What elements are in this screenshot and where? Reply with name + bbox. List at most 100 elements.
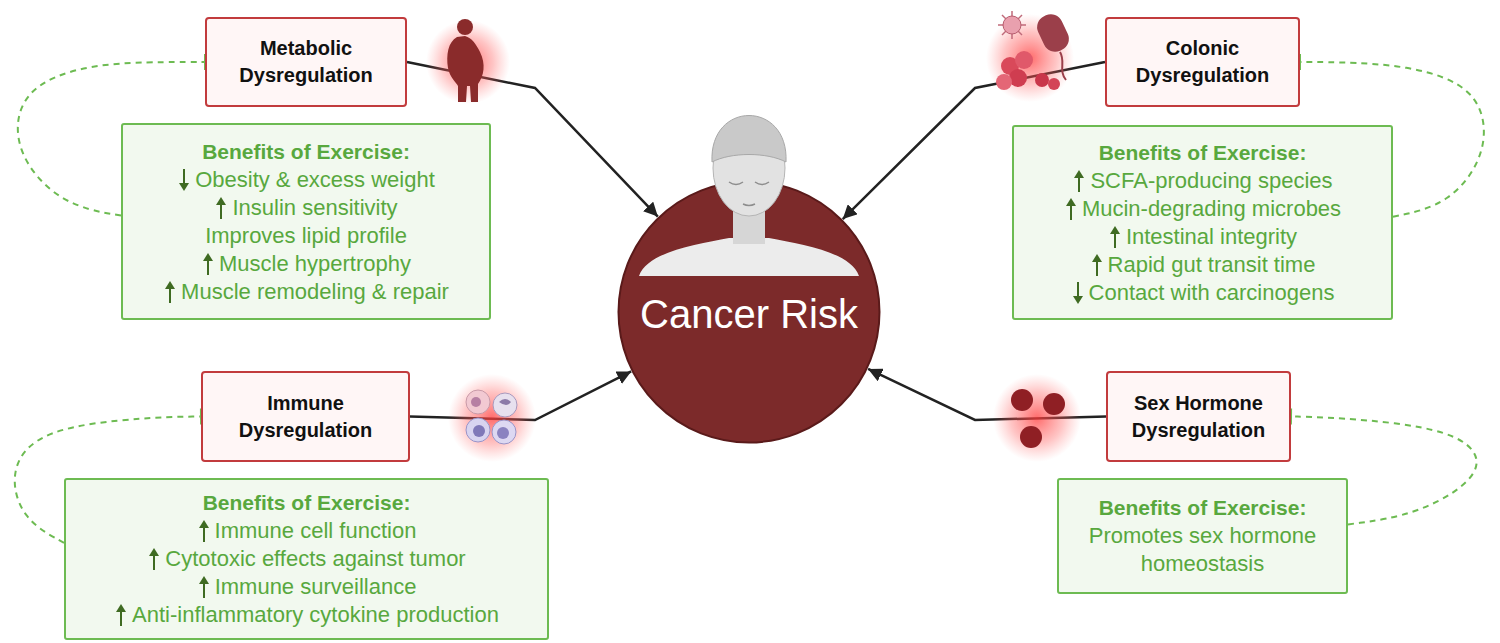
gut-microbes-icon [1033,10,1073,55]
benefit-row: Rapid gut transit time [1090,251,1316,279]
benefit-item: Mucin-degrading microbes [1082,195,1341,223]
hormone-molecules-icon [993,374,1081,462]
benefit-item: Cytotoxic effects against tumor [165,545,465,573]
arrow-icon [177,168,191,192]
gut-microbes-icon [1002,15,1022,35]
arrow-icon [1071,281,1085,305]
arrow-icon [1066,198,1076,220]
gut-microbes-icon [1002,15,1022,35]
box-title: Metabolic Dysregulation [219,35,393,89]
hormone-molecules-icon [1043,393,1065,415]
benefit-row: Obesity & excess weight [177,166,435,194]
dysregulation-box: Metabolic Dysregulation [205,17,407,107]
benefit-item: Obesity & excess weight [195,166,435,194]
benefit-item: Muscle hypertrophy [219,250,411,278]
arrow-icon [179,169,189,191]
arrow-icon [1074,170,1084,192]
gut-microbes-icon [1009,69,1027,87]
gut-microbes-icon [1048,78,1060,90]
box-title: Colonic Dysregulation [1119,35,1286,89]
benefit-item: Insulin sensitivity [232,194,397,222]
obese-person-icon [426,19,510,104]
hormone-molecules-icon [993,374,1081,462]
benefit-row: Muscle hypertrophy [201,250,411,278]
immune-cells-icon [448,374,536,462]
benefit-row: Anti-inflammatory cytokine production [114,601,499,629]
dysregulation-box: Colonic Dysregulation [1105,17,1300,107]
person-bust [712,116,786,163]
immune-cells-icon [499,399,511,405]
arrow-icon [1110,226,1120,248]
arrow-icon [199,520,209,542]
arrow-icon [197,519,211,543]
gut-microbes-icon [998,11,1026,39]
benefit-row: Immune surveillance [197,573,417,601]
gut-microbes-icon [986,10,1074,102]
obese-person-icon [457,19,473,35]
benefit-row: Insulin sensitivity [214,194,397,222]
immune-cells-icon [448,374,536,462]
immune-cells-icon [492,420,516,444]
gut-microbes-icon [1035,73,1049,87]
arrow-icon [203,253,213,275]
benefits-heading-row: Benefits of Exercise: [203,489,411,517]
gut-microbes-icon [1003,16,1021,34]
benefit-row: Promotes sex hormone homeostasis [1078,522,1328,578]
immune-cells-icon [466,390,490,414]
person-bust [729,182,769,206]
gut-microbes-icon [1060,52,1066,80]
benefit-row: Intestinal integrity [1108,223,1297,251]
obese-person-icon [426,20,510,104]
obese-person-icon [447,36,483,102]
benefit-row: Muscle remodeling & repair [163,278,449,306]
arrow-icon [199,576,209,598]
box-title: Sex Hormone Dysregulation [1120,390,1277,444]
benefits-box: Benefits of Exercise:Immune cell functio… [64,478,549,640]
circle-label: Cancer Risk [617,290,881,338]
arrow-icon [216,197,226,219]
benefit-item: Anti-inflammatory cytokine production [132,601,499,629]
benefit-row: Cytotoxic effects against tumor [147,545,465,573]
person-bust [639,116,859,277]
arrow-icon [1092,254,1102,276]
dysregulation-box: Sex Hormone Dysregulation [1106,371,1291,462]
benefits-heading: Benefits of Exercise: [1099,494,1307,522]
arrow-icon [163,280,177,304]
arrow-icon [114,603,128,627]
benefit-item: Improves lipid profile [205,222,407,250]
benefits-heading: Benefits of Exercise: [202,138,410,166]
benefits-box: Benefits of Exercise:SCFA-producing spec… [1012,125,1393,320]
hormone-molecules-icon [1011,389,1033,411]
benefits-heading: Benefits of Exercise: [1099,139,1307,167]
immune-cells-icon [497,427,509,439]
cancer-risk-circle: Cancer Risk [617,180,881,444]
benefit-item: Intestinal integrity [1126,223,1297,251]
arrow-icon [1090,253,1104,277]
benefit-item: Immune surveillance [215,573,417,601]
arrow-icon [214,196,228,220]
arrow-icon [149,548,159,570]
benefit-row: Mucin-degrading microbes [1064,195,1341,223]
dysregulation-box: Immune Dysregulation [201,371,410,462]
benefit-item: Contact with carcinogens [1089,279,1335,307]
benefit-item: Immune cell function [215,517,417,545]
benefit-item: Rapid gut transit time [1108,251,1316,279]
arrow-icon [147,547,161,571]
arrow-icon [1072,169,1086,193]
immune-cells-icon [471,397,481,407]
benefit-row: SCFA-producing species [1072,167,1332,195]
benefits-heading-row: Benefits of Exercise: [1099,494,1307,522]
hormone-molecules-icon [1020,426,1042,448]
arrow-icon [197,575,211,599]
arrow-icon [201,252,215,276]
immune-cells-icon [473,425,485,437]
arrow-icon [116,604,126,626]
arrow-icon [1073,282,1083,304]
immune-cells-icon [493,393,517,417]
benefit-item: Promotes sex hormone homeostasis [1078,522,1328,578]
benefits-box: Benefits of Exercise:Promotes sex hormon… [1057,478,1348,594]
benefit-row: Contact with carcinogens [1071,279,1335,307]
benefits-box: Benefits of Exercise:Obesity & excess we… [121,123,491,320]
benefit-row: Improves lipid profile [205,222,407,250]
arrow-icon [1108,225,1122,249]
